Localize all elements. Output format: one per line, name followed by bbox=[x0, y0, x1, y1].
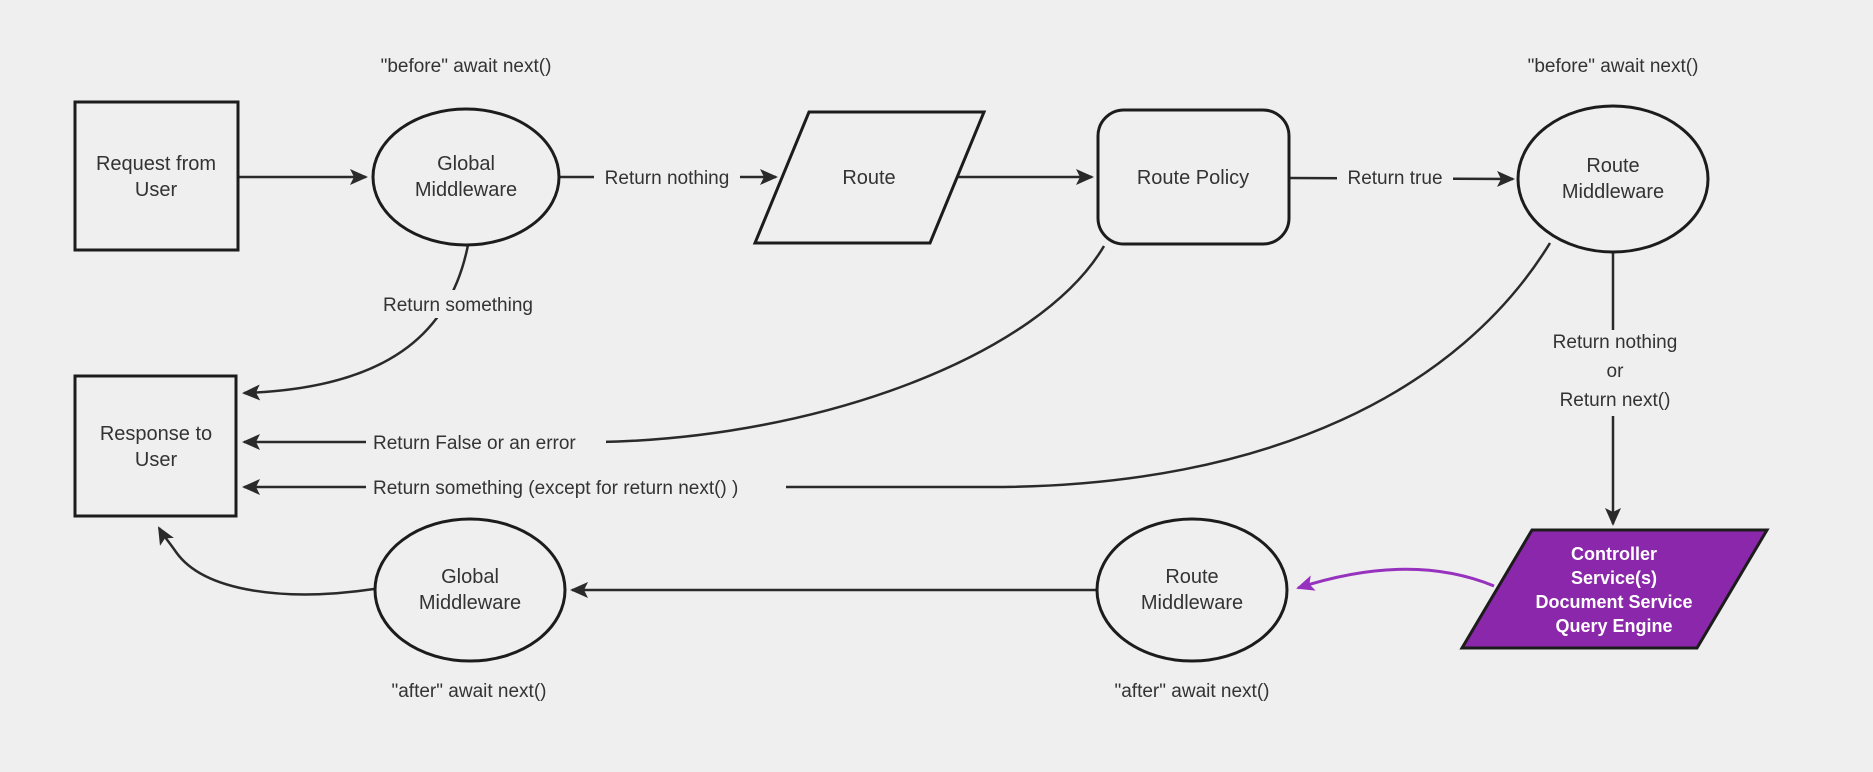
node-controller-services-label4: Query Engine bbox=[1555, 616, 1672, 636]
node-route-policy-label: Route Policy bbox=[1137, 167, 1249, 189]
node-controller-services-label2: Service(s) bbox=[1571, 568, 1657, 588]
node-route-middleware-bottom-label2: Middleware bbox=[1141, 592, 1243, 614]
node-global-middleware-top-label2: Middleware bbox=[415, 179, 517, 201]
node-global-middleware-bottom bbox=[373, 517, 567, 663]
node-response-to-user-label2: User bbox=[135, 449, 178, 471]
node-request-from-user-label2: User bbox=[135, 179, 178, 201]
label-return-something: Return something bbox=[383, 295, 533, 316]
node-route-middleware-top bbox=[1516, 104, 1710, 254]
label-after-await-right: "after" await next() bbox=[1115, 681, 1270, 702]
node-controller-services-label: Controller bbox=[1571, 544, 1657, 564]
label-after-await-left: "after" await next() bbox=[392, 681, 547, 702]
node-route-middleware-top-label2: Middleware bbox=[1562, 181, 1664, 203]
node-global-middleware-bottom-label: Global bbox=[441, 566, 499, 588]
label-return-true-bg bbox=[1337, 164, 1453, 190]
label-return-something-except: Return something (except for return next… bbox=[373, 478, 738, 499]
label-return-nothing-or-line2: or bbox=[1607, 361, 1625, 382]
node-route-middleware-top-label: Route bbox=[1586, 155, 1639, 177]
label-return-true: Return true bbox=[1347, 168, 1442, 189]
label-return-something-bg bbox=[366, 290, 550, 318]
node-request-from-user-label: Request from bbox=[96, 153, 216, 175]
label-return-nothing-or-bg bbox=[1536, 330, 1694, 416]
node-response-to-user-label: Response to bbox=[100, 423, 212, 445]
edge-route-policy-to-response bbox=[242, 245, 1106, 450]
node-request-from-user bbox=[73, 100, 240, 252]
label-return-nothing-or-line3: Return next() bbox=[1560, 390, 1671, 411]
edge-global-middleware-to-response bbox=[242, 244, 470, 401]
node-response-to-user bbox=[73, 374, 238, 518]
node-route-policy bbox=[1096, 108, 1291, 246]
edge-global-middleware-to-response-bottom bbox=[157, 526, 375, 596]
node-route-label: Route bbox=[842, 167, 895, 189]
nodes: Request from User Global Middleware Rout… bbox=[73, 100, 1770, 663]
edges bbox=[157, 169, 1621, 598]
label-before-await-left: "before" await next() bbox=[381, 56, 552, 77]
node-controller-services bbox=[1459, 528, 1770, 650]
label-return-nothing-bg bbox=[594, 164, 740, 190]
edge-controller-to-route-middleware-purple bbox=[1296, 567, 1495, 591]
label-return-nothing-or-line1: Return nothing bbox=[1553, 332, 1678, 353]
node-route-middleware-bottom-label: Route bbox=[1165, 566, 1218, 588]
node-controller-services-label3: Document Service bbox=[1535, 592, 1692, 612]
label-return-nothing: Return nothing bbox=[605, 168, 730, 189]
node-route bbox=[752, 110, 987, 245]
node-global-middleware-top bbox=[371, 107, 561, 247]
edge-route-middleware-to-response bbox=[242, 242, 1552, 495]
label-before-await-right: "before" await next() bbox=[1528, 56, 1699, 77]
label-return-false-error: Return False or an error bbox=[373, 433, 576, 454]
node-global-middleware-top-label: Global bbox=[437, 153, 495, 175]
edge-labels: "before" await next() "before" await nex… bbox=[366, 56, 1698, 702]
label-return-something-except-bg bbox=[366, 474, 786, 501]
node-global-middleware-bottom-label2: Middleware bbox=[419, 592, 521, 614]
node-route-middleware-bottom bbox=[1095, 517, 1289, 663]
label-return-false-bg bbox=[366, 429, 606, 456]
